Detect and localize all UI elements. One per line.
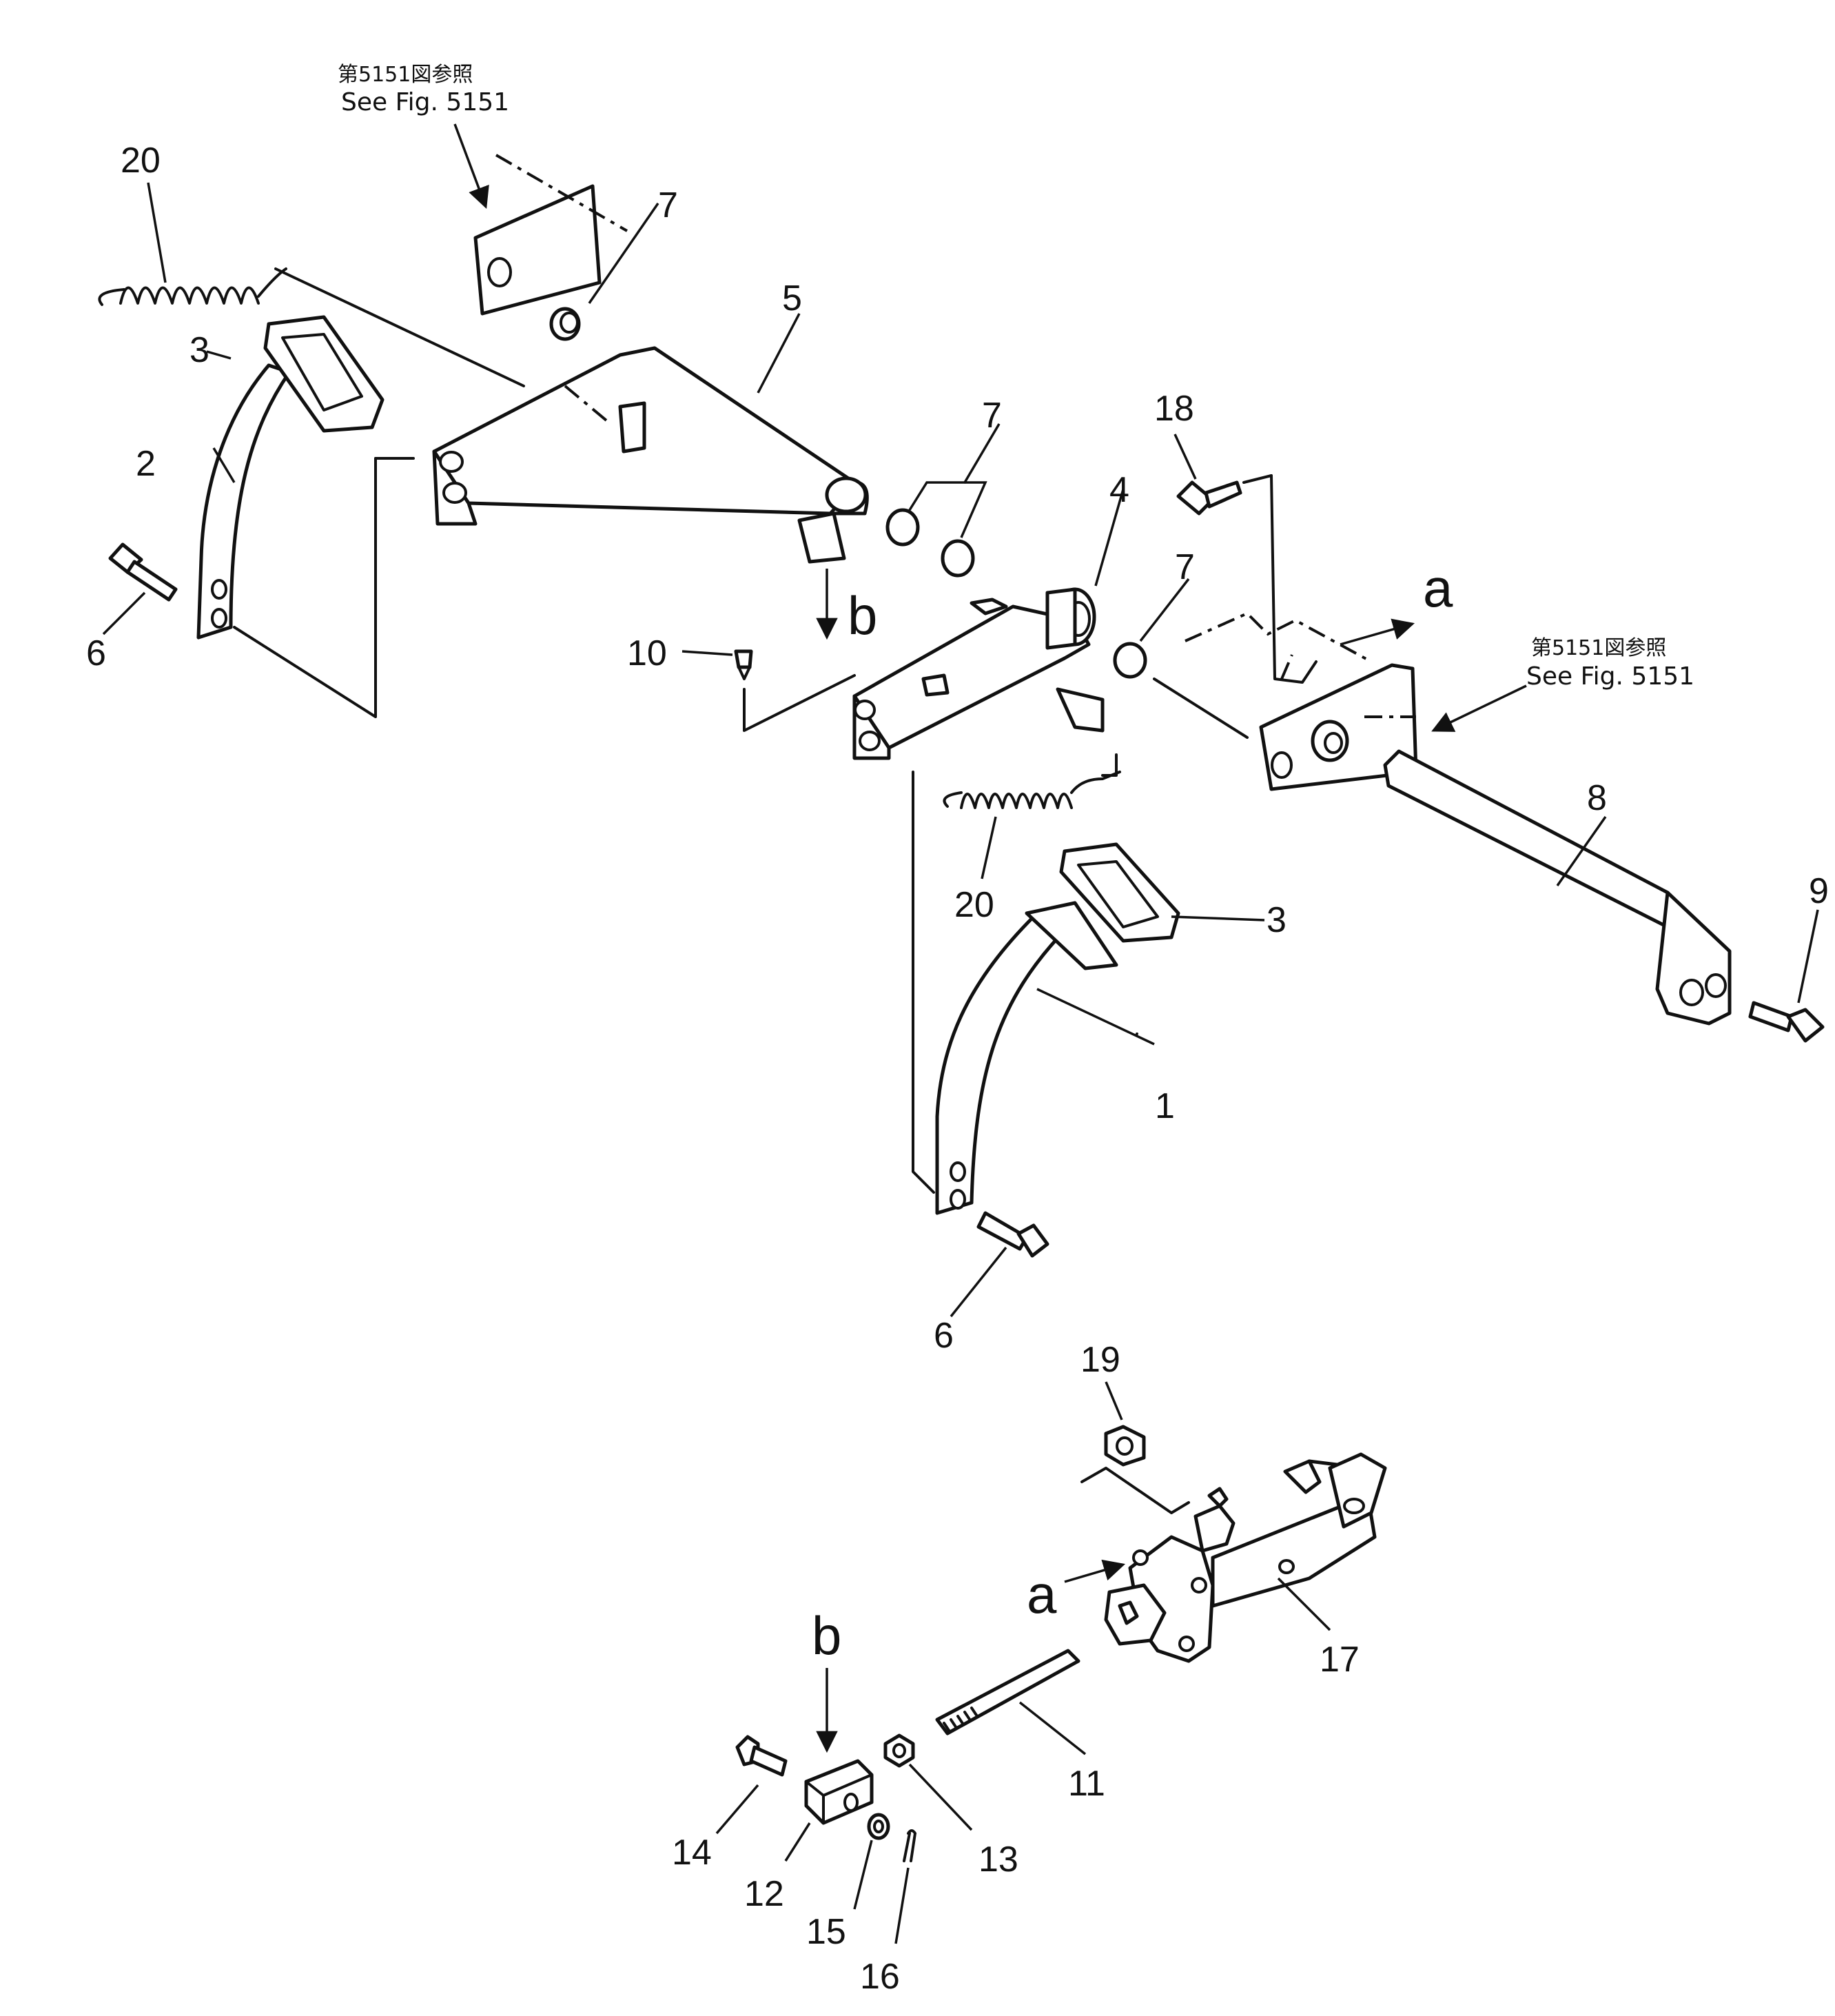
label-part-1: 1	[1155, 1086, 1175, 1126]
label-part-20: 20	[954, 885, 994, 925]
label-part-11: 11	[1068, 1764, 1105, 1804]
label-part-4: 4	[1109, 470, 1129, 510]
pedal-shaft	[1383, 749, 1732, 1026]
figure-reference-en: See Fig. 5151	[1526, 662, 1694, 691]
label-part-14: 14	[672, 1833, 712, 1873]
return-spring-upper	[98, 182, 287, 306]
figure-reference-top-left: 第5151図参照 See Fig. 5151	[338, 63, 628, 316]
label-part-20: 20	[121, 141, 161, 181]
mounting-bolt-lower	[950, 1211, 1049, 1318]
pedal-bracket-right	[1185, 474, 1418, 791]
view-letters: a b a b	[812, 558, 1453, 1666]
pedal-pad-right	[1059, 842, 1265, 943]
view-letter-a: a	[1027, 1564, 1057, 1625]
brake-pedal-right	[935, 901, 1155, 1215]
nut-19	[1080, 1381, 1190, 1514]
brake-pedal-left	[196, 363, 291, 640]
view-letter-b: b	[812, 1605, 841, 1666]
master-cylinder	[1104, 1452, 1387, 1663]
figure-reference-right: 第5151図参照 See Fig. 5151	[1431, 636, 1694, 732]
stopper-bolt-10	[681, 649, 753, 680]
figure-reference-jp: 第5151図参照	[1531, 636, 1666, 660]
label-part-3: 3	[1267, 900, 1286, 940]
label-part-7: 7	[658, 185, 678, 225]
label-part-3: 3	[189, 330, 209, 370]
label-part-9: 9	[1809, 871, 1829, 911]
bushing-right	[1113, 578, 1190, 679]
label-part-16: 16	[860, 1957, 900, 1997]
view-letter-a: a	[1423, 558, 1453, 618]
pedal-lever-upper	[432, 346, 869, 564]
label-part-13: 13	[978, 1840, 1018, 1880]
label-part-6: 6	[934, 1316, 954, 1356]
label-part-18: 18	[1154, 389, 1194, 429]
washer	[853, 1813, 890, 1910]
clevis	[784, 1759, 874, 1862]
return-spring-lower	[943, 771, 1121, 879]
label-part-15: 15	[806, 1912, 846, 1952]
mounting-bolt-left	[102, 542, 178, 635]
bushing-pair	[885, 423, 1001, 578]
part-labels: 20 3 2 6 7 5 7 4 7 18 10 8 9 20 3 1 6 19…	[86, 141, 1829, 1997]
label-part-10: 10	[627, 633, 667, 673]
label-part-8: 8	[1587, 778, 1607, 818]
push-rod	[935, 1649, 1087, 1755]
view-arrow-a-lower	[1064, 1559, 1126, 1583]
label-leaders	[206, 313, 801, 483]
lock-nut	[883, 1733, 973, 1831]
pedal-pad-left	[263, 315, 385, 433]
pedal-lever-center	[852, 489, 1125, 760]
label-part-6: 6	[86, 633, 106, 673]
cotter-pin	[894, 1829, 916, 1944]
label-part-7: 7	[982, 396, 1002, 436]
label-part-12: 12	[744, 1874, 784, 1914]
label-part-5: 5	[782, 278, 802, 318]
view-letter-b: b	[848, 585, 877, 646]
label-part-2: 2	[136, 444, 156, 484]
label-part-7: 7	[1175, 547, 1195, 587]
mounting-bolt-18	[1173, 434, 1242, 516]
assembly-lines	[233, 267, 1249, 1194]
label-part-19: 19	[1080, 1340, 1120, 1380]
clevis-pin	[715, 1735, 788, 1835]
bushing-upper	[549, 203, 659, 341]
figure-reference-jp: 第5151図参照	[338, 63, 473, 87]
bolt-9	[1748, 909, 1825, 1043]
figure-reference-en: See Fig. 5151	[341, 88, 509, 116]
label-part-17: 17	[1320, 1640, 1360, 1680]
